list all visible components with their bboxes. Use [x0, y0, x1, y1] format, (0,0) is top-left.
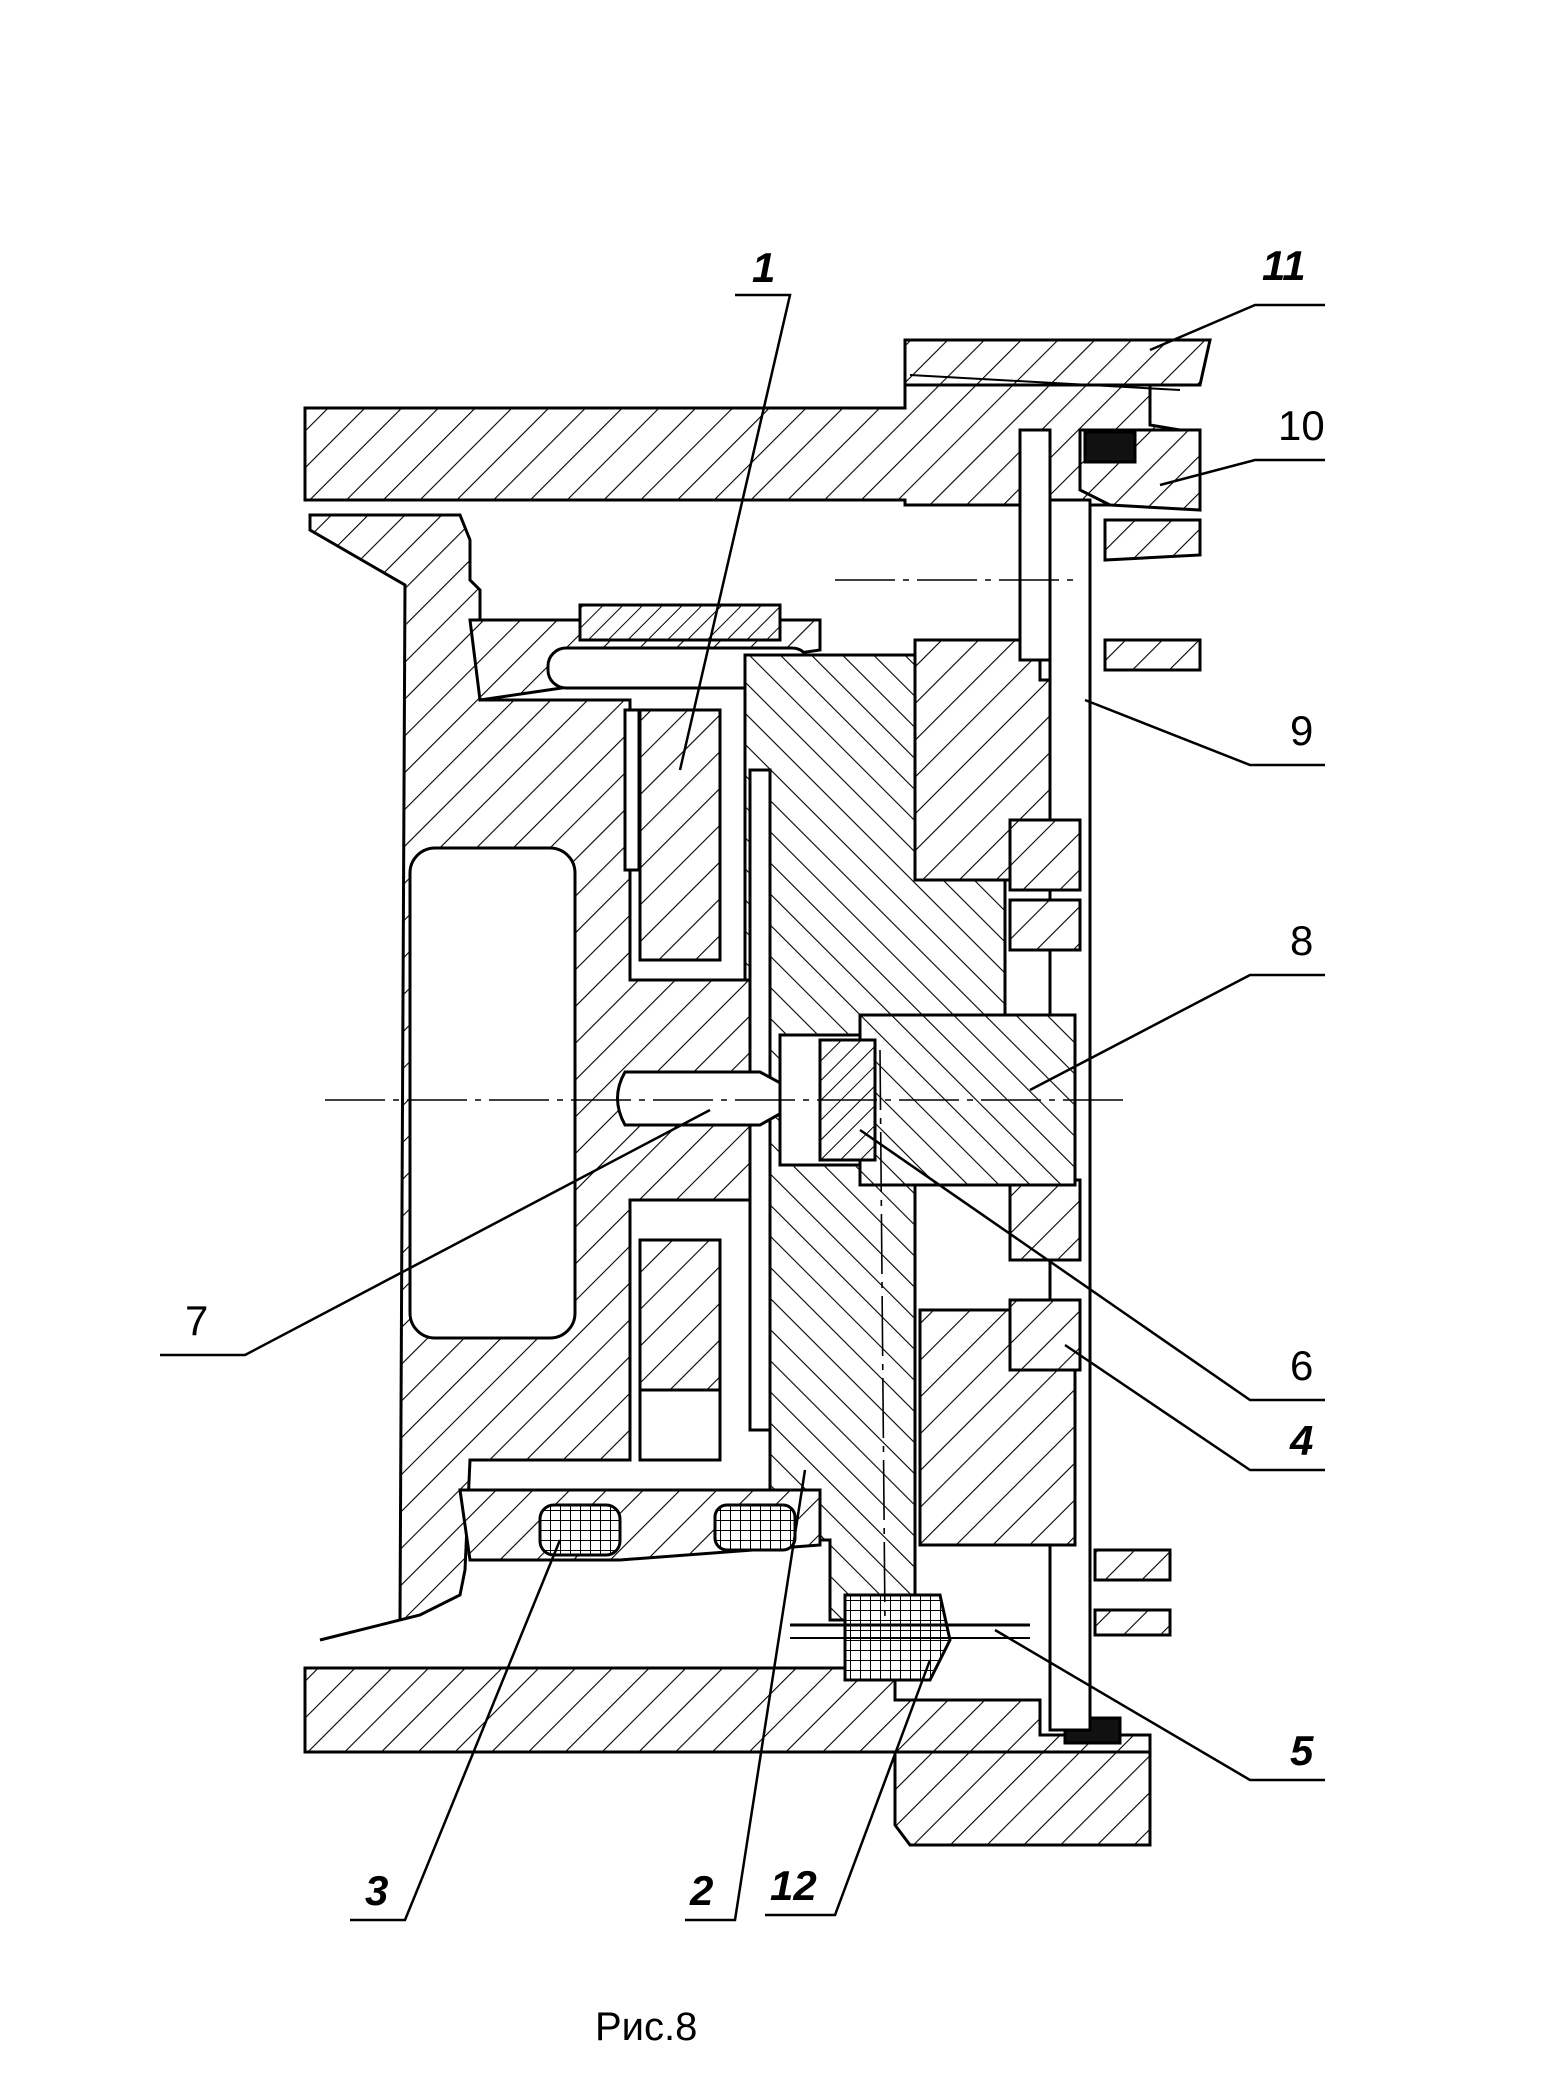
- upper-bearing-ring: [578, 603, 782, 642]
- label-10: 10: [1278, 402, 1325, 449]
- part-1-block: [638, 708, 722, 962]
- block-mid-small: [1008, 1178, 1082, 1262]
- block-upper-small: [1008, 818, 1082, 892]
- label-9: 9: [1290, 707, 1313, 754]
- outer-housing-top: [303, 373, 1182, 507]
- label-6: 6: [1290, 1342, 1313, 1389]
- label-8: 8: [1290, 917, 1313, 964]
- figure-caption: Рис.8: [595, 2005, 697, 2049]
- block-upper-small-2: [1008, 898, 1082, 952]
- label-11: 11: [1262, 242, 1306, 289]
- outer-housing-bottom: [303, 1666, 1152, 1754]
- part-10-seal: [1083, 430, 1137, 464]
- label-4: 4: [1289, 1417, 1313, 1464]
- part-1-plate: [623, 708, 641, 872]
- right-taper-lower-2: [1093, 1608, 1172, 1637]
- label-12: 12: [770, 1862, 817, 1909]
- lower-bar-block-2: [638, 1388, 722, 1462]
- label-2: 2: [689, 1867, 713, 1914]
- label-5: 5: [1290, 1727, 1314, 1774]
- body-cavity: [408, 846, 577, 1340]
- lower-bar-block: [638, 1238, 722, 1392]
- label-7: 7: [185, 1297, 208, 1344]
- part-3-roller-a: [538, 1503, 622, 1557]
- right-taper-lower: [1093, 1548, 1172, 1582]
- right-taper-mid: [1103, 638, 1202, 672]
- part-11-nut: [903, 338, 1212, 387]
- label-3: 3: [365, 1867, 388, 1914]
- right-taper-upper: [1103, 518, 1202, 562]
- label-1: 1: [752, 244, 775, 291]
- right-tall-strip: [1018, 428, 1052, 662]
- bottom-flange: [893, 1750, 1152, 1847]
- leader-lines: [160, 293, 1325, 1922]
- part-3-roller-b: [713, 1503, 797, 1552]
- part-4-insert: [1008, 1298, 1082, 1372]
